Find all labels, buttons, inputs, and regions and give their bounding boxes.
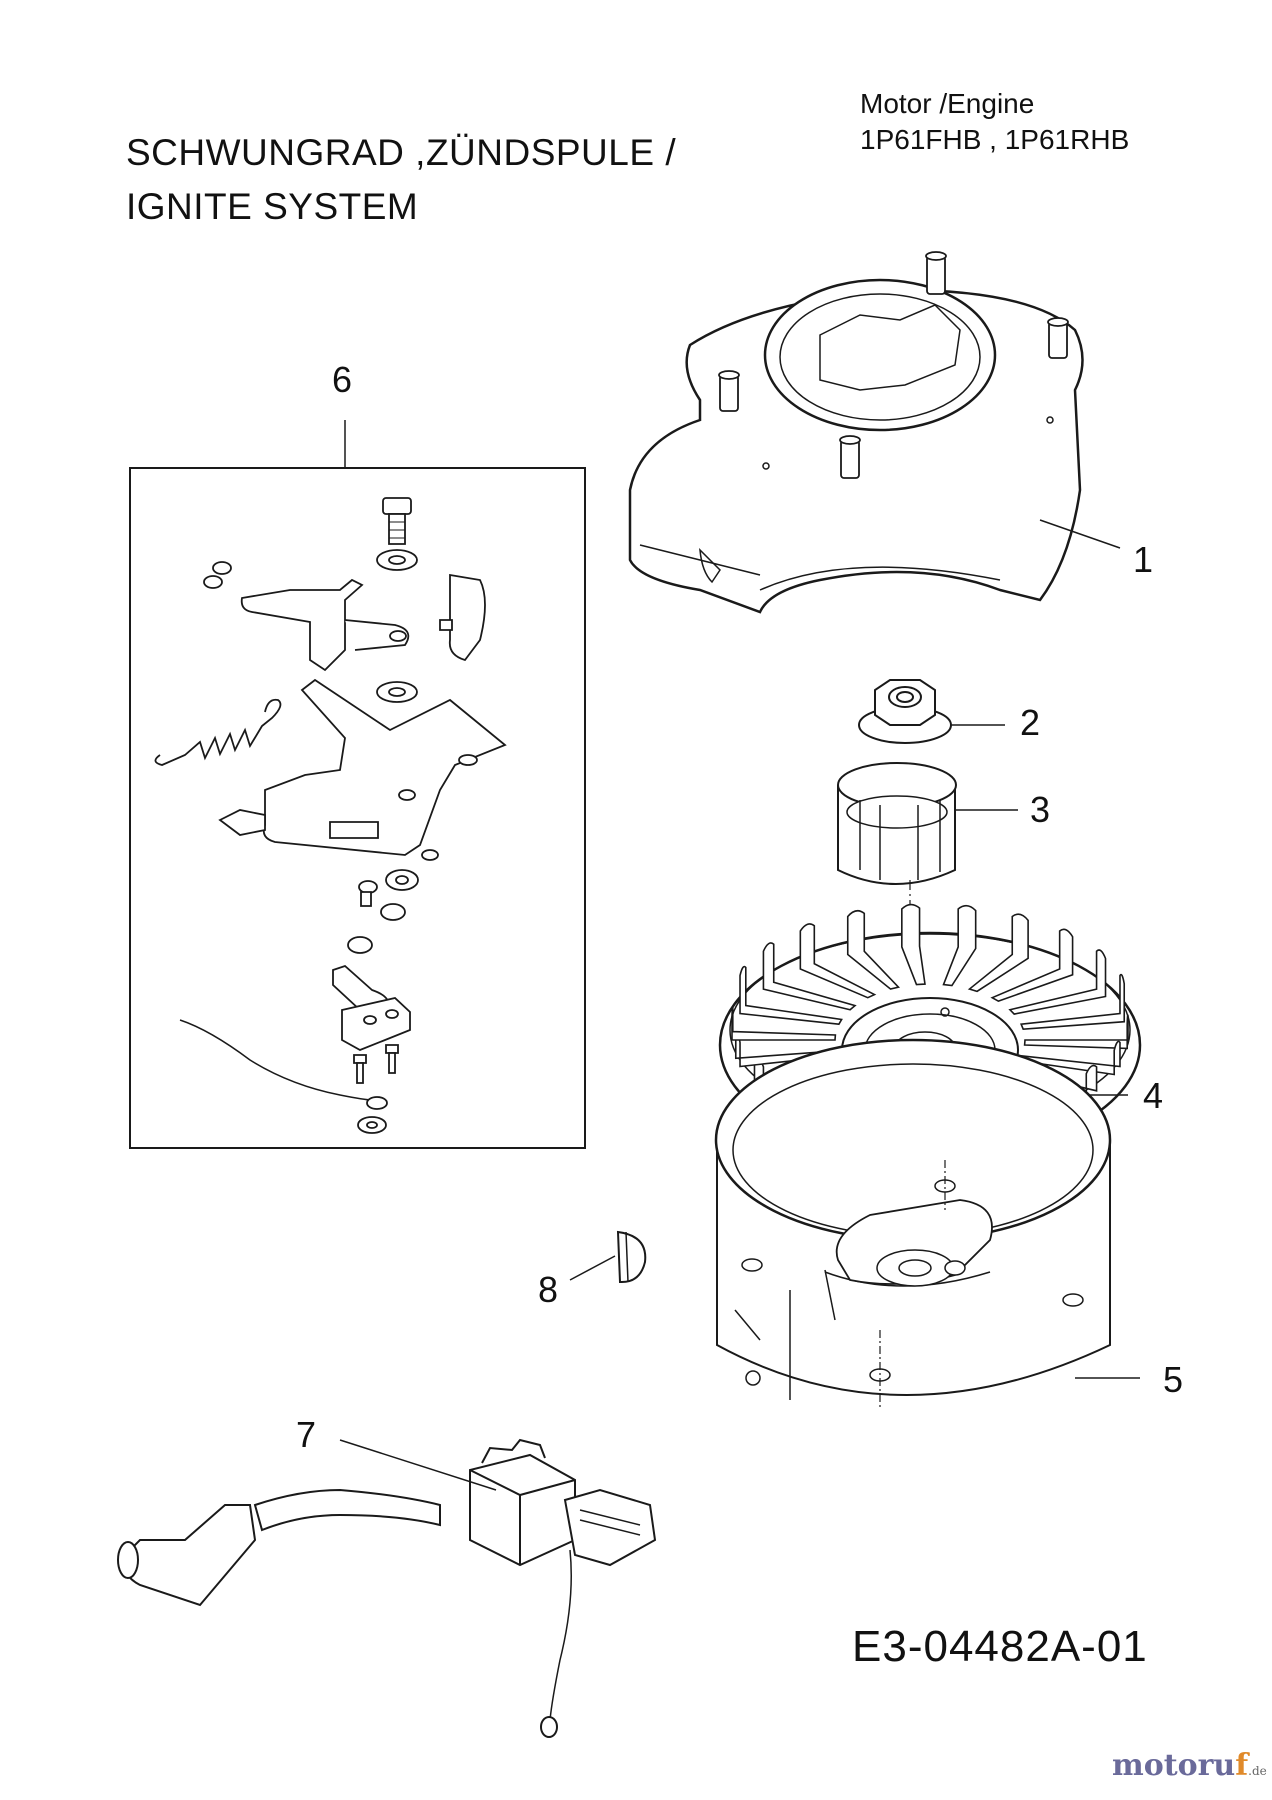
drawing-code: E3-04482A-01: [852, 1622, 1148, 1671]
fan-blade: [992, 929, 1072, 1001]
fan-blade: [848, 911, 899, 989]
diagram-title: SCHWUNGRAD ,ZÜNDSPULE / IGNITE SYSTEM: [126, 126, 676, 234]
fan-blade: [1025, 1015, 1128, 1048]
brand-accent: f: [1235, 1748, 1249, 1783]
leader-line-7: [340, 1440, 496, 1490]
bracket-assembly-part-6[interactable]: [155, 498, 505, 1133]
ignition-coil-part-7[interactable]: [118, 1440, 655, 1737]
fan-blade: [902, 905, 925, 985]
magnet-rotor-part-5[interactable]: [716, 1040, 1110, 1410]
brand-name: motoru: [1112, 1748, 1236, 1783]
fan-blade: [1021, 975, 1124, 1030]
brand-logo[interactable]: motoruf.de: [1112, 1748, 1267, 1783]
fan-blade: [740, 967, 842, 1025]
callout-1: 1: [1133, 539, 1154, 580]
bracket-assembly-frame: [130, 468, 585, 1148]
leader-line-1: [1040, 520, 1120, 548]
fan-blade: [800, 924, 874, 998]
callout-3: 3: [1030, 789, 1051, 830]
title-line-2: IGNITE SYSTEM: [126, 186, 419, 227]
woodruff-key-part-8[interactable]: [618, 1232, 645, 1282]
fan-blade: [732, 1007, 835, 1040]
callout-7: 7: [296, 1414, 317, 1455]
engine-label: Motor /Engine: [860, 88, 1035, 119]
fan-blade: [1010, 950, 1106, 1014]
flange-nut-part-2[interactable]: [859, 680, 951, 743]
callout-6: 6: [332, 359, 353, 400]
brand-tld: .de: [1248, 1764, 1267, 1778]
fan-housing-part-1[interactable]: [630, 252, 1083, 612]
fan-blade: [969, 914, 1028, 991]
leader-line-8: [570, 1256, 615, 1280]
callout-2: 2: [1020, 702, 1041, 743]
callout-5: 5: [1163, 1359, 1184, 1400]
fan-blade: [763, 943, 855, 1010]
engine-models: 1P61FHB , 1P61RHB: [860, 124, 1130, 155]
fan-blade: [944, 906, 976, 986]
engine-info: Motor /Engine 1P61FHB , 1P61RHB: [860, 86, 1129, 158]
title-line-1: SCHWUNGRAD ,ZÜNDSPULE /: [126, 132, 677, 173]
callout-4: 4: [1143, 1075, 1164, 1116]
starter-cup-part-3[interactable]: [838, 763, 956, 884]
callout-8: 8: [538, 1269, 559, 1310]
